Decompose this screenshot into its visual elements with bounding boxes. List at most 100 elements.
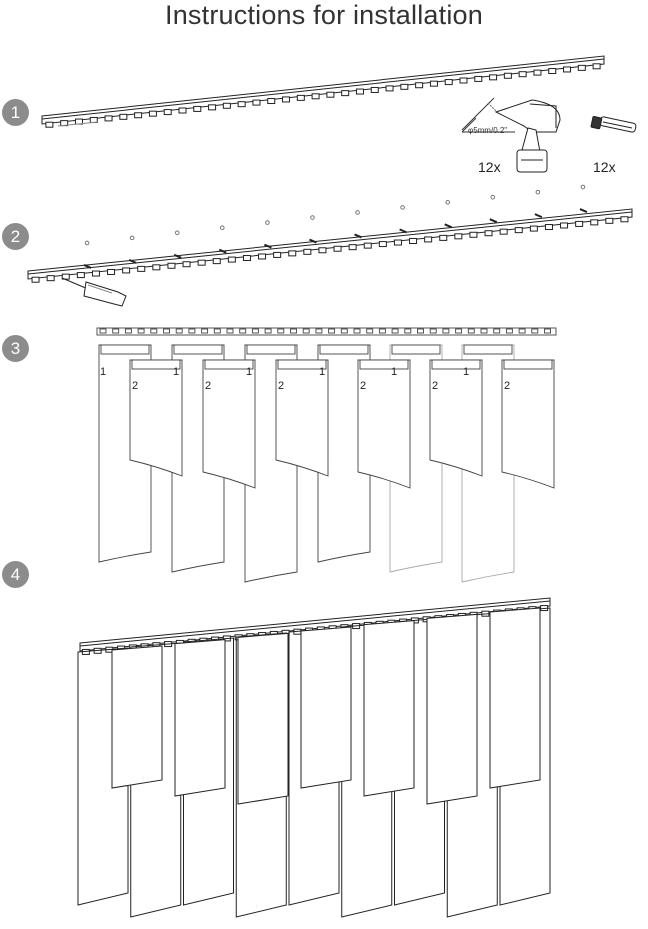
rail-body [41,55,605,125]
step-3-rail [96,327,557,336]
step-1-mounting-rail [41,55,605,128]
rail-clip [303,248,312,255]
screw-hole-marker [129,235,135,241]
back-strip-hanger [503,359,553,370]
back-strip-hanger [131,359,181,370]
rail-clip [46,275,55,282]
rail-clip [444,79,453,86]
finished-strip-front [489,607,541,789]
step-3-rail-clip [175,328,183,334]
finished-strip [77,647,129,906]
screw [173,253,182,259]
step-3-rail-clip [150,328,158,334]
drill-icon [461,97,561,173]
rail-clip [212,258,221,265]
drill-spec-label: φ5mm/0.2" [468,126,508,135]
back-strip-hanger [359,359,409,370]
rail-clip [237,101,246,108]
step-3-rail-clip [315,328,323,334]
rail-edge [41,58,605,120]
rail-clip [318,247,327,254]
rail-clip [415,82,424,89]
step-3-rail-clip [112,328,120,334]
step-3-rail-clip [531,328,539,334]
rail-clip [288,250,297,257]
rail-clip [134,112,143,119]
step-3-rail-clip [518,328,526,334]
step-3-rail-clip [163,328,170,334]
rail-clip [370,86,379,93]
finished-strip-front [363,620,415,797]
back-strip-label: 2 [132,380,138,392]
step-3-rail-clip [467,328,475,334]
anchor-quantity-label: 12x [593,159,616,175]
step-3-rail-clip [378,328,386,334]
rail-clip [393,239,402,246]
rail-clip [548,68,557,75]
rail-clip [267,98,276,105]
screw-hole-marker [219,225,225,231]
step-3-rail-clip [429,328,437,334]
rail-clip [163,109,172,116]
finished-strip-front [174,639,226,797]
rail-clip [45,121,54,128]
back-strip-label: 2 [278,380,284,392]
finished-strip-front [426,613,478,805]
rail-clip [193,105,202,112]
back-strip [129,359,183,477]
screw [83,264,92,269]
rail-clip [258,253,267,260]
rail-clip [273,251,282,258]
finished-strip [130,642,182,918]
step-3-rail-clip [213,328,221,334]
screw [534,213,543,219]
front-strip-hanger [246,344,296,355]
screw [579,208,588,213]
rail-clip [563,66,572,73]
back-strip [275,359,329,477]
rail-clip [409,237,418,244]
rail-clip [363,242,372,249]
rail-clip [91,270,100,277]
front-strip-hanger [100,344,150,355]
rail-clip [148,110,157,117]
rail-clip [208,104,217,111]
rail-clip [119,113,128,120]
finished-strip [394,617,445,906]
rail-clip [197,259,206,266]
step-3-rail-clip [137,328,145,334]
screw-hole-marker [535,189,541,195]
back-strip-hanger [204,359,254,370]
step-1-badge: 1 [2,99,29,126]
screw-hole-marker [84,240,90,246]
screw-hole-marker [265,220,270,225]
rail-clip [252,99,261,106]
page-title: Instructions for installation [165,0,483,30]
front-strip-hanger [173,344,223,355]
back-strip [501,359,555,489]
rail-clip [605,217,614,224]
front-strip-label: 1 [319,366,325,378]
screw [128,258,137,264]
step-3-rail-clip [328,328,336,334]
front-strip-label: 1 [391,366,397,378]
rail-clip [341,90,350,97]
rail-clip [122,267,131,274]
finished-strip-front [237,632,289,805]
step-3-rail-clip [404,328,412,334]
rail-clip [484,230,493,237]
rail-clip [222,102,231,109]
rail-clip [533,69,542,76]
front-strip-hanger [391,344,441,355]
rail-clip [499,228,508,235]
screw [263,243,272,249]
step-3-rail-clip [442,328,450,334]
rail-clip [400,83,409,90]
step-3-rail-clip [188,328,196,334]
rail-clip [182,261,191,268]
finished-strip [235,632,287,918]
step-4-badge: 4 [2,561,29,588]
rail-edge [27,211,633,275]
